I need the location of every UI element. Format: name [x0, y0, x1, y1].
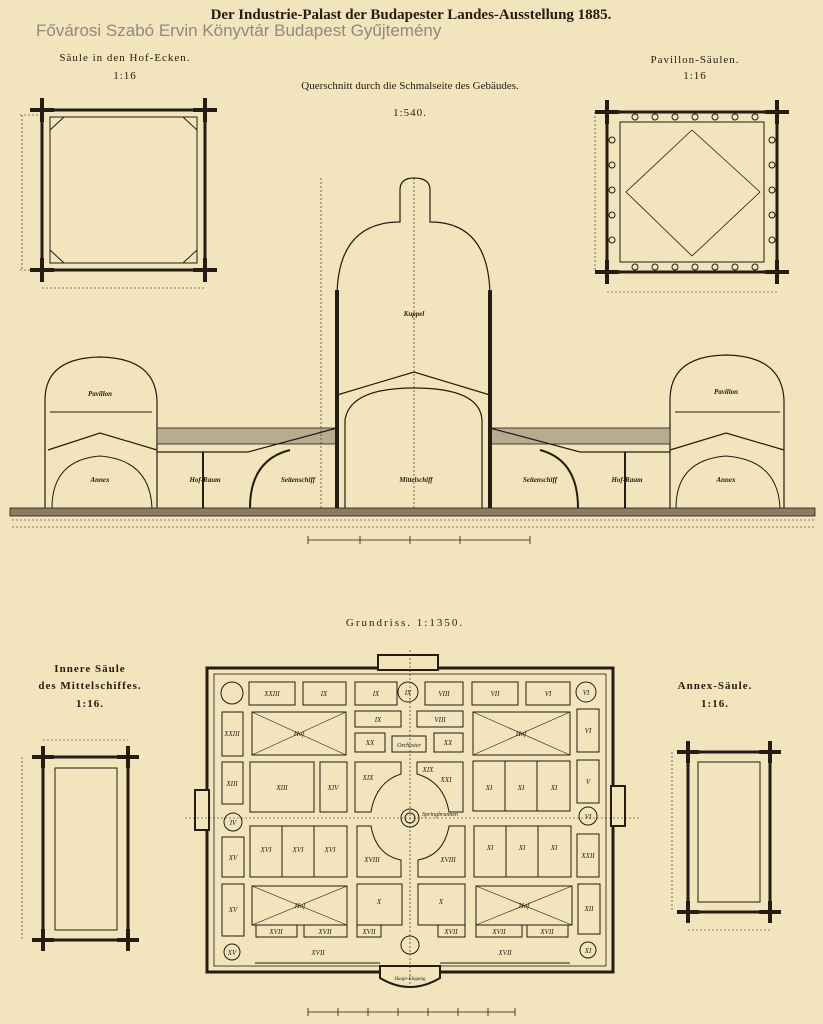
room-label: VI	[545, 690, 552, 698]
room-label: IX	[374, 716, 382, 724]
label-annex-right: Annex	[715, 476, 736, 484]
room-label: XX	[365, 739, 375, 747]
room-label: XXII	[580, 852, 595, 860]
room-label: XI	[517, 784, 525, 792]
label-hofraum-right: Hof-Raum	[610, 476, 643, 484]
haupt-eingang-label: Haupt-Eingang	[393, 977, 426, 982]
room-label: XVII	[310, 949, 325, 957]
pavillon-caption: Pavillon-Säulen.	[650, 54, 739, 66]
label-mittelschiff: Mittelschiff	[398, 476, 433, 484]
room-label: XVII	[268, 928, 283, 936]
innere-saeule-scale: 1:16.	[76, 698, 104, 710]
querschnitt-scale: 1:540.	[393, 107, 427, 119]
room-label: XX	[443, 739, 453, 747]
grundriss-caption: Grundriss. 1:1350.	[346, 617, 464, 629]
room-label: XIII	[225, 780, 238, 788]
sheet-title: Der Industrie-Palast der Budapester Land…	[211, 7, 612, 23]
room-label: XI	[550, 844, 558, 852]
room-label: XVI	[292, 846, 305, 854]
room-label: XXI	[440, 776, 453, 784]
room-label: XV	[227, 949, 237, 957]
room-label: XXIII	[223, 730, 240, 738]
room-label: XXIII	[263, 690, 280, 698]
room-label: XI	[518, 844, 526, 852]
hof-label-bottom-right: Hof	[518, 902, 531, 910]
room-label: XV	[228, 906, 238, 914]
label-seitenschiff-right: Seitenschiff	[523, 476, 558, 484]
room-label: XIX	[362, 774, 375, 782]
room-label: XI	[550, 784, 558, 792]
pavillon-scale: 1:16	[683, 70, 707, 82]
room-label: XVII	[491, 928, 506, 936]
orchester-label: Orchester	[397, 743, 421, 749]
room-label: XVIII	[439, 856, 456, 864]
room-label: X	[438, 898, 444, 906]
room-label: IV	[229, 819, 237, 827]
room-label: VI	[585, 727, 592, 735]
room-label: IX	[372, 690, 380, 698]
label-annex-left: Annex	[89, 476, 110, 484]
label-hofraum-left: Hof-Raum	[188, 476, 221, 484]
room-label: XVI	[260, 846, 273, 854]
room-label: IX	[404, 689, 412, 697]
room-label: VI	[585, 813, 592, 821]
hof-ecken-scale: 1:16	[113, 70, 137, 82]
room-label: XV	[228, 854, 238, 862]
label-kuppel: Kuppel	[403, 310, 425, 318]
innere-saeule-caption-1: Innere Säule	[54, 663, 125, 675]
floor-plan: XXIII IX IX IX VIII VII VI VI XXIII Hof …	[185, 650, 640, 1016]
room-label: XI	[584, 947, 592, 955]
room-label: VI	[583, 689, 590, 697]
annex-saeule-scale: 1:16.	[701, 698, 729, 710]
room-label: XVIII	[363, 856, 380, 864]
room-label: XVII	[497, 949, 512, 957]
room-label: XIII	[275, 784, 288, 792]
annex-saeule-column-plan	[671, 741, 781, 931]
hof-ecken-caption: Säule in den Hof-Ecken.	[59, 52, 190, 64]
room-label: V	[586, 778, 591, 786]
room-label: XVII	[317, 928, 332, 936]
hof-label-right: Hof	[515, 730, 528, 738]
hof-label-bottom-left: Hof	[294, 902, 307, 910]
room-label: XIX	[422, 766, 435, 774]
cross-section: Kuppel Pavillon Pavillon Annex Annex Hof…	[9, 177, 816, 544]
innere-saeule-column-plan	[21, 739, 139, 951]
library-watermark: Fővárosi Szabó Ervin Könyvtár Budapest G…	[36, 21, 442, 40]
room-label: XVII	[539, 928, 554, 936]
label-pavillon-left: Pavillon	[88, 390, 112, 398]
room-label: XIV	[327, 784, 340, 792]
room-label: VII	[491, 690, 501, 698]
room-label: VIII	[438, 690, 450, 698]
room-label: X	[376, 898, 382, 906]
room-label: XII	[584, 905, 595, 913]
annex-saeule-caption: Annex-Säule.	[678, 680, 753, 692]
room-label: XVII	[443, 928, 458, 936]
querschnitt-caption: Querschnitt durch die Schmalseite des Ge…	[301, 80, 519, 92]
pavillon-column-plan	[594, 100, 789, 293]
label-seitenschiff-left: Seitenschiff	[281, 476, 316, 484]
room-label: XI	[485, 784, 493, 792]
room-label: XVI	[324, 846, 337, 854]
room-label: XI	[486, 844, 494, 852]
room-label: XVII	[361, 928, 376, 936]
room-label: VIII	[434, 716, 446, 724]
innere-saeule-caption-2: des Mittelschiffes.	[38, 680, 141, 692]
room-label: IX	[320, 690, 328, 698]
hof-label: Hof	[293, 730, 306, 738]
hof-ecken-column-plan	[20, 98, 217, 289]
springbrunnen-label: Springbrunnen	[422, 812, 458, 818]
label-pavillon-right: Pavillon	[714, 388, 738, 396]
